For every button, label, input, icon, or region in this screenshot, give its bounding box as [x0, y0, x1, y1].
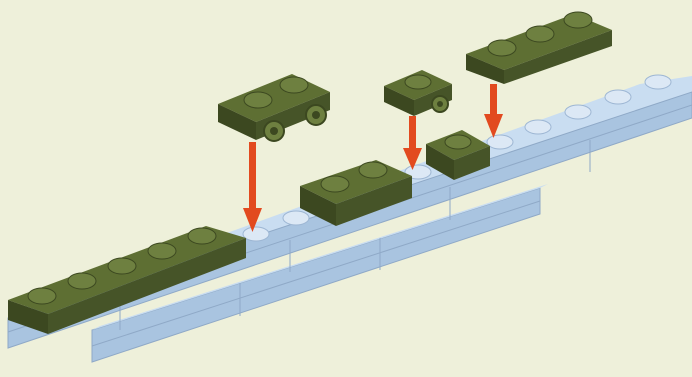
lego-instruction-scene	[0, 0, 692, 377]
instruction-illustration	[0, 0, 692, 377]
